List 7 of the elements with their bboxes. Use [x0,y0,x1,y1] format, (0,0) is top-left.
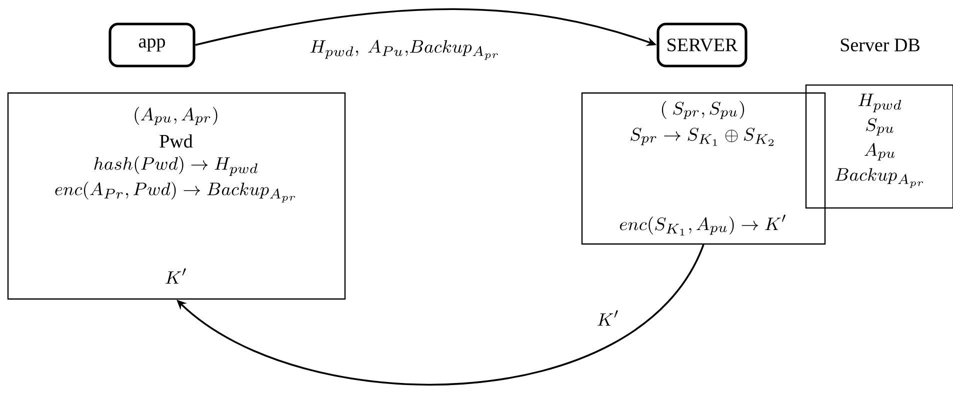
edge-label: $H_{pwd},\ A_{Pu}{,}Backup_{A_{pr}}$ [308,38,502,62]
edge-label: $K'$ [594,308,622,328]
node-label: Server DB [840,38,920,52]
rounded-box: SERVER [656,22,748,68]
panel: $(A_{pu},A_{pr})$ $\mathrm{Pwd}$ $hash(Pwd) \to H_{pwd}$ $enc(A_{Pr},Pwd) \to Backup_{A_{pr}}$ $K'$ [7,92,346,300]
panel: $(\ S_{pr},S_{pu})$ $S_{pr} \to S_{K_1} \oplus S_{K_2}$ $enc(S_{K_1},A_{pu}) \to K'$ [581,92,826,245]
rounded-box: app [108,22,196,68]
